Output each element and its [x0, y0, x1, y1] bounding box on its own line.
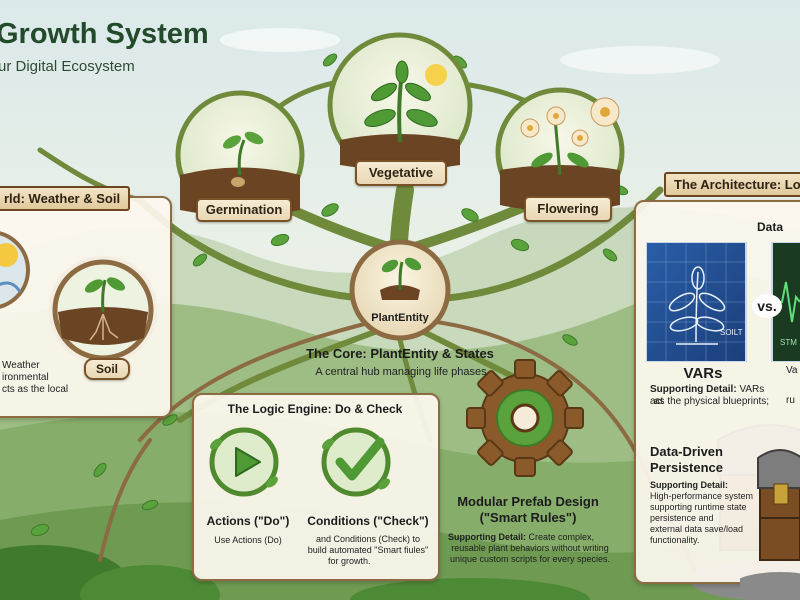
core-description: A central hub managing life phases [315, 366, 487, 378]
hub-label: PlantEntity [371, 312, 429, 324]
chest-icon [740, 449, 800, 600]
prefab-detail-label: Supporting Detail: [448, 532, 526, 542]
flower-icon [520, 97, 620, 147]
play-icon [209, 427, 279, 497]
prefab-heading-2: ("Smart Rules") [479, 510, 577, 525]
persistence-detail-label: Supporting Detail: [650, 480, 728, 490]
prefab-detail-text-1: Create complex, [528, 532, 595, 542]
conditions-desc-line-3: for growth. [328, 556, 371, 566]
sun-icon [425, 64, 447, 86]
right-fragment-1: Va [786, 365, 798, 376]
page-subtitle: ur Digital Ecosystem [0, 58, 135, 75]
prefab-detail-line-1: Supporting Detail: Create complex, [448, 532, 618, 543]
conditions-desc-line-1: and Conditions (Check) to [315, 534, 421, 544]
world-text-line-3: cts as the local [2, 384, 69, 395]
actions-title: Actions ("Do") [206, 514, 290, 528]
soil-label: Soil [84, 358, 130, 380]
stage-label-germination: Germination [196, 198, 292, 222]
vs-label: vs. [752, 294, 782, 318]
prefab-heading-1: Modular Prefab Design [457, 494, 599, 509]
conditions-title: Conditions ("Check") [307, 514, 429, 528]
persistence-title-2: Persistence [650, 460, 723, 475]
vars-label: VARs [683, 365, 723, 382]
world-text-line-2: ironmental [2, 372, 49, 383]
core-heading: The Core: PlantEntity & States [306, 346, 494, 361]
prefab-detail-line-3: unique custom scripts for every species. [449, 554, 611, 564]
persistence-title-1: Data-Driven [650, 444, 723, 459]
conditions-desc-line-2: build automated "Smart fiules" [307, 545, 429, 555]
plantentity-hub [349, 239, 451, 341]
blueprint-text: SOILT [720, 328, 743, 337]
page-title: Growth System [0, 18, 209, 50]
stage-label-vegetative: Vegetative [355, 160, 447, 186]
checkmark-icon [321, 427, 391, 497]
vegetative-bubble [327, 32, 473, 178]
persistence-line-1: High-performance system [650, 491, 754, 501]
stage-label-flowering: Flowering [524, 196, 612, 222]
world-banner: rld: Weather & Soil [0, 186, 131, 211]
vars-detail-text: VARs act [650, 384, 765, 407]
prefab-detail-line-2: reusable plant behaviors without writing [451, 543, 609, 553]
architecture-banner: The Architecture: Lo [664, 172, 800, 197]
world-panel-art [0, 231, 154, 360]
vars-detail-line-1: Supporting Detail: VARs act [650, 384, 770, 408]
screen-text: STM [780, 338, 797, 347]
persistence-line-3: persistence and [650, 513, 714, 523]
right-fragment-2: ru [786, 395, 795, 406]
persistence-line-2: supporting runtime state [650, 502, 747, 512]
data-title: Data [756, 220, 783, 234]
logic-heading: The Logic Engine: Do & Check [227, 402, 403, 416]
actions-desc: Use Actions (Do) [214, 535, 282, 545]
persistence-line-5: functionality. [650, 535, 700, 545]
vars-detail-line-2: as the physical blueprints; [654, 396, 770, 407]
vars-detail-label: Supporting Detail: [650, 384, 737, 395]
world-text-line-1: Weather [2, 360, 40, 371]
persistence-line-4: external data save/load [650, 524, 744, 534]
gear-icon [466, 359, 584, 477]
